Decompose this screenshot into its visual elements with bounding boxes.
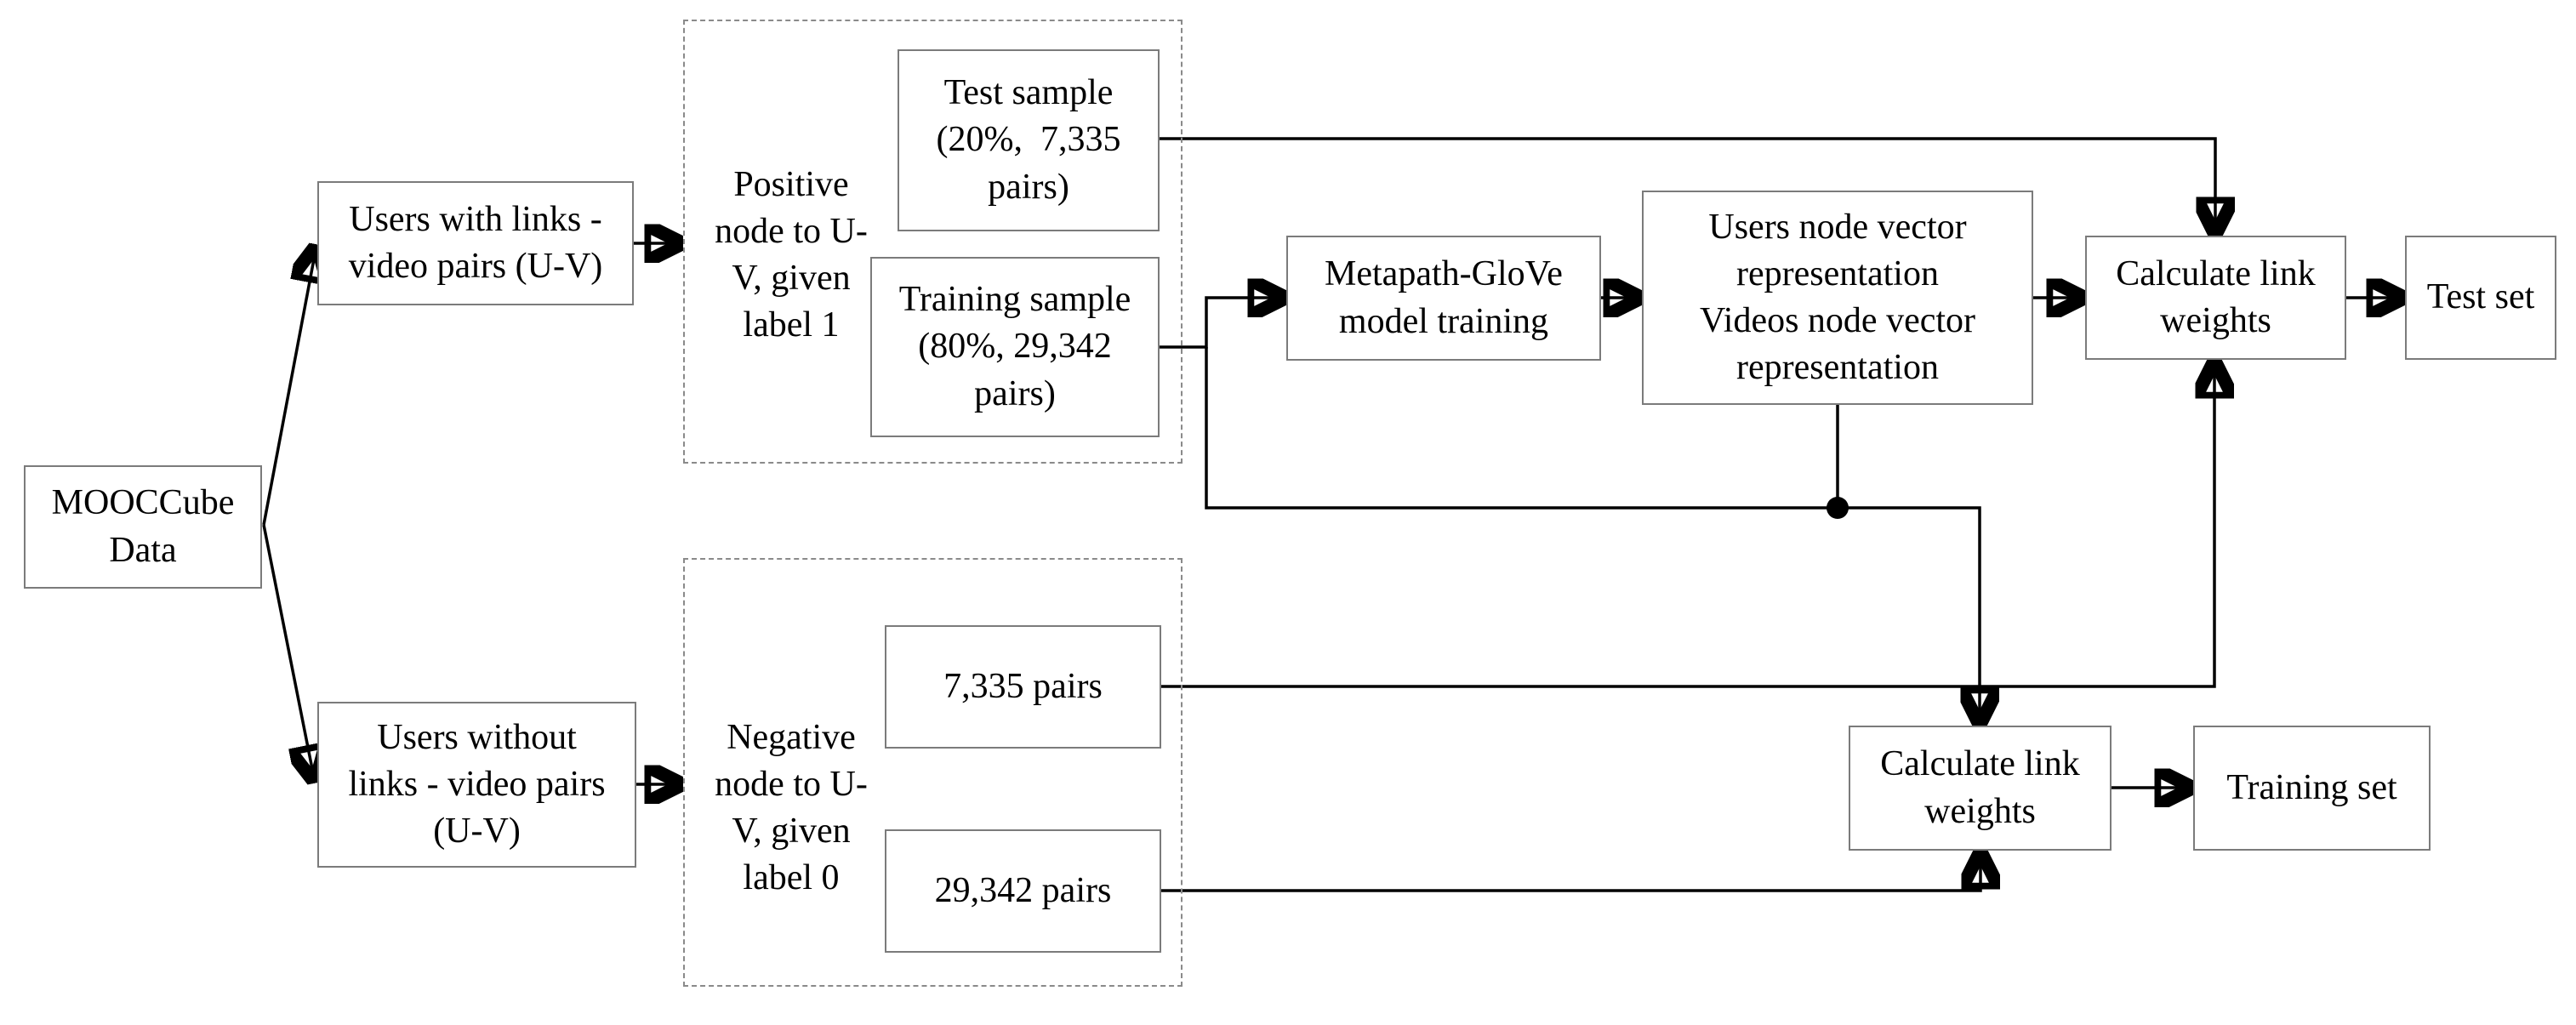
node-mooccube-data-label: MOOCCube Data bbox=[51, 483, 235, 570]
node-test-sample-label: Test sample (20%, 7,335 pairs) bbox=[936, 73, 1121, 207]
negative-sample-group-box bbox=[683, 558, 1183, 987]
node-calculate-link-weights-test-label: Calculate link weights bbox=[2116, 253, 2316, 340]
arrow-pairs-7335-to-calc-top bbox=[1161, 366, 2214, 688]
node-test-set-label: Test set bbox=[2426, 277, 2535, 317]
junction-dot bbox=[1827, 497, 1849, 519]
arrow-training-sample-to-metapath bbox=[1160, 298, 1280, 349]
node-test-set: Test set bbox=[2405, 236, 2556, 360]
node-metapath-glove-training-label: Metapath-GloVe model training bbox=[1325, 254, 1563, 341]
node-users-with-links-label: Users with links - video pairs (U-V) bbox=[348, 199, 603, 286]
node-calculate-link-weights-test: Calculate link weights bbox=[2085, 236, 2346, 360]
node-vector-representations-label: Users node vector representation Videos … bbox=[1699, 207, 1976, 388]
node-mooccube-data: MOOCCube Data bbox=[24, 465, 262, 589]
positive-sample-group-box bbox=[683, 20, 1183, 464]
node-7335-pairs: 7,335 pairs bbox=[885, 625, 1161, 749]
node-training-sample-label: Training sample (80%, 29,342 pairs) bbox=[898, 280, 1131, 413]
node-7335-pairs-label: 7,335 pairs bbox=[943, 666, 1103, 706]
node-metapath-glove-training: Metapath-GloVe model training bbox=[1286, 236, 1601, 361]
node-vector-representations: Users node vector representation Videos … bbox=[1642, 191, 2033, 405]
positive-group-label: Positive node to U- V, given label 1 bbox=[676, 155, 906, 356]
node-test-sample: Test sample (20%, 7,335 pairs) bbox=[898, 49, 1160, 231]
node-calculate-link-weights-training: Calculate link weights bbox=[1849, 726, 2112, 851]
node-users-without-links: Users without links - video pairs (U-V) bbox=[317, 702, 636, 868]
arrow-pairs-29342-to-calc-bottom bbox=[1161, 857, 1980, 892]
node-users-without-links-label: Users without links - video pairs (U-V) bbox=[348, 717, 606, 851]
node-training-sample: Training sample (80%, 29,342 pairs) bbox=[870, 257, 1160, 437]
node-training-set-label: Training set bbox=[2226, 767, 2397, 807]
node-training-set: Training set bbox=[2193, 726, 2431, 851]
node-calculate-link-weights-training-label: Calculate link weights bbox=[1880, 744, 2080, 831]
negative-group-label-text: Negative node to U- V, given label 0 bbox=[715, 717, 868, 898]
negative-group-label: Negative node to U- V, given label 0 bbox=[676, 708, 906, 908]
node-users-with-links: Users with links - video pairs (U-V) bbox=[317, 181, 634, 305]
arrow-mooccube-to-users-with-links bbox=[262, 250, 316, 526]
arrow-training-sample-branch-to-calc-bottom bbox=[1205, 347, 1980, 720]
node-29342-pairs-label: 29,342 pairs bbox=[934, 870, 1112, 910]
arrow-mooccube-to-users-without-links bbox=[262, 524, 314, 777]
positive-group-label-text: Positive node to U- V, given label 1 bbox=[715, 164, 868, 345]
node-29342-pairs: 29,342 pairs bbox=[885, 829, 1161, 953]
arrow-test-sample-to-calc-top bbox=[1160, 137, 2215, 230]
